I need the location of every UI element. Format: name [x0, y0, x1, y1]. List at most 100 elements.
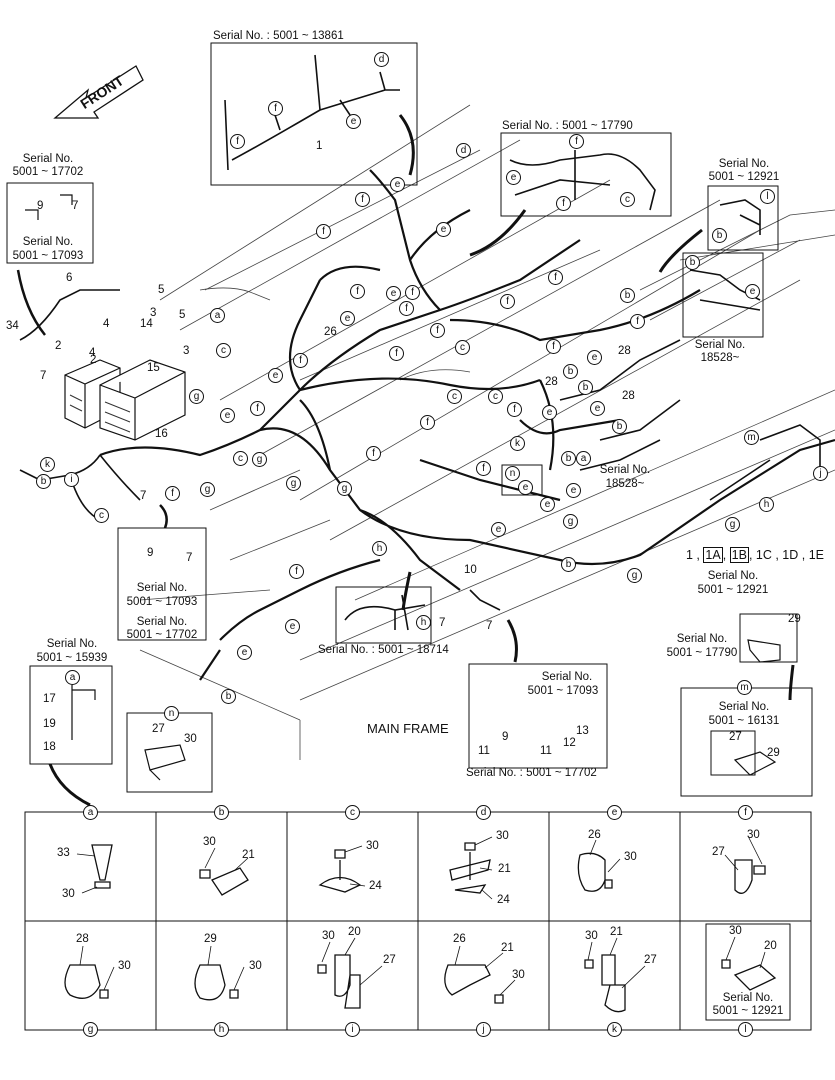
- clip-marker-b: b: [620, 288, 635, 303]
- clip-marker-g: g: [627, 568, 642, 583]
- part-number: 2: [90, 354, 97, 366]
- harness-ref-1: 1 ,: [686, 548, 700, 562]
- part-number: 10: [464, 564, 477, 576]
- detail-b-part-30: 30: [203, 836, 216, 848]
- clip-marker-k: k: [510, 436, 525, 451]
- part-number: 28: [545, 376, 558, 388]
- part-number: 7: [40, 370, 47, 382]
- harness-ref-sep: ,: [722, 548, 727, 562]
- detail-i-letter: i: [345, 1022, 360, 1037]
- clip-marker-g: g: [286, 476, 301, 491]
- part-number: 19: [43, 718, 56, 730]
- detail-c-part-24: 24: [369, 880, 382, 892]
- clip-marker-e: e: [491, 522, 506, 537]
- detail-f-letter: f: [738, 805, 753, 820]
- detail-k-part-21: 21: [610, 926, 623, 938]
- clip-marker-h: h: [372, 541, 387, 556]
- clip-marker-c: c: [233, 451, 248, 466]
- detail-a-part-30: 30: [62, 888, 75, 900]
- detail-i-part-30: 30: [322, 930, 335, 942]
- inset-mid-left: [117, 527, 207, 641]
- clip-marker-d: d: [374, 52, 389, 67]
- detail-d-part-30: 30: [496, 830, 509, 842]
- detail-g-part-28: 28: [76, 933, 89, 945]
- detail-j-part-26: 26: [453, 933, 466, 945]
- harness-reference: 1 , 1A, 1B, 1C , 1D , 1E: [686, 547, 824, 563]
- clip-marker-e: e: [436, 222, 451, 237]
- serial-ground-a: Serial No.: [541, 671, 593, 683]
- inset-m-marker: m: [737, 680, 752, 695]
- clip-marker-b: b: [712, 228, 727, 243]
- clip-marker-g: g: [563, 514, 578, 529]
- inset-n: [501, 464, 543, 496]
- serial-18528-c: Serial No.: [599, 464, 651, 476]
- detail-g-letter: g: [83, 1022, 98, 1037]
- part-number: 28: [622, 390, 635, 402]
- serial-15939-b: 5001 ~ 15939: [36, 652, 108, 664]
- clip-marker-f: f: [355, 192, 370, 207]
- detail-l-part-30: 30: [729, 925, 742, 937]
- serial-ground-b: 5001 ~ 17093: [527, 685, 599, 697]
- detail-k-letter: k: [607, 1022, 622, 1037]
- serial-mid-c: Serial No.: [136, 616, 188, 628]
- part-number: 15: [147, 362, 160, 374]
- clip-marker-f: f: [293, 353, 308, 368]
- harness-ref-1a: 1A: [703, 547, 723, 563]
- part-number: 27: [152, 723, 165, 735]
- part-number: 27: [729, 731, 742, 743]
- part-number: 29: [788, 613, 801, 625]
- inset-upper-right: [500, 132, 672, 217]
- serial-18528-a: Serial No.: [694, 339, 746, 351]
- serial-mid-a: Serial No.: [136, 582, 188, 594]
- clip-marker-b: b: [221, 689, 236, 704]
- clip-marker-n: n: [505, 466, 520, 481]
- clip-marker-i: i: [64, 472, 79, 487]
- serial-17093-b: 5001 ~ 17093: [12, 250, 84, 262]
- detail-a-letter: a: [83, 805, 98, 820]
- inset-right-ecu: [707, 185, 779, 251]
- harness-ref-rest: , 1C , 1D , 1E: [748, 548, 824, 562]
- detail-h-part-30: 30: [249, 960, 262, 972]
- detail-k-part-30: 30: [585, 930, 598, 942]
- detail-b-letter: b: [214, 805, 229, 820]
- inset-n-detail: [126, 712, 213, 793]
- detail-l-letter: l: [738, 1022, 753, 1037]
- part-number: 29: [767, 747, 780, 759]
- detail-d-part-24: 24: [497, 894, 510, 906]
- serial-17702-b: 5001 ~ 17702: [12, 166, 84, 178]
- detail-i-part-27: 27: [383, 954, 396, 966]
- part-number: 12: [563, 737, 576, 749]
- part-number: 7: [439, 617, 446, 629]
- harness-secondary: [19, 289, 821, 611]
- clip-marker-d: d: [456, 143, 471, 158]
- part-number: 9: [147, 547, 154, 559]
- clip-marker-e: e: [587, 350, 602, 365]
- detail-b-part-21: 21: [242, 849, 255, 861]
- clip-marker-f: f: [556, 196, 571, 211]
- inset-a-marker: a: [65, 670, 80, 685]
- clip-marker-b: b: [561, 451, 576, 466]
- detail-c-part-30: 30: [366, 840, 379, 852]
- clip-marker-f: f: [165, 486, 180, 501]
- serial-17790-m-b: 5001 ~ 17790: [666, 647, 738, 659]
- detail-a-part-33: 33: [57, 847, 70, 859]
- serial-16131-a: Serial No.: [718, 701, 770, 713]
- clip-marker-e: e: [566, 483, 581, 498]
- detail-e-part-26: 26: [588, 829, 601, 841]
- part-number: 9: [502, 731, 509, 743]
- clip-marker-f: f: [569, 134, 584, 149]
- detail-d-part-21: 21: [498, 863, 511, 875]
- inset-right-mid: [682, 252, 764, 338]
- detail-f-part-30: 30: [747, 829, 760, 841]
- clip-marker-e: e: [285, 619, 300, 634]
- clip-marker-b: b: [578, 380, 593, 395]
- serial-12921-d: 5001 ~ 12921: [697, 584, 769, 596]
- clip-marker-a: a: [576, 451, 591, 466]
- clip-marker-e: e: [590, 401, 605, 416]
- serial-12921-c: Serial No.: [707, 570, 759, 582]
- clip-marker-c: c: [94, 508, 109, 523]
- clip-marker-c: c: [447, 389, 462, 404]
- part-number: 5: [158, 284, 165, 296]
- clip-marker-f: f: [399, 301, 414, 316]
- part-number: 1: [316, 140, 323, 152]
